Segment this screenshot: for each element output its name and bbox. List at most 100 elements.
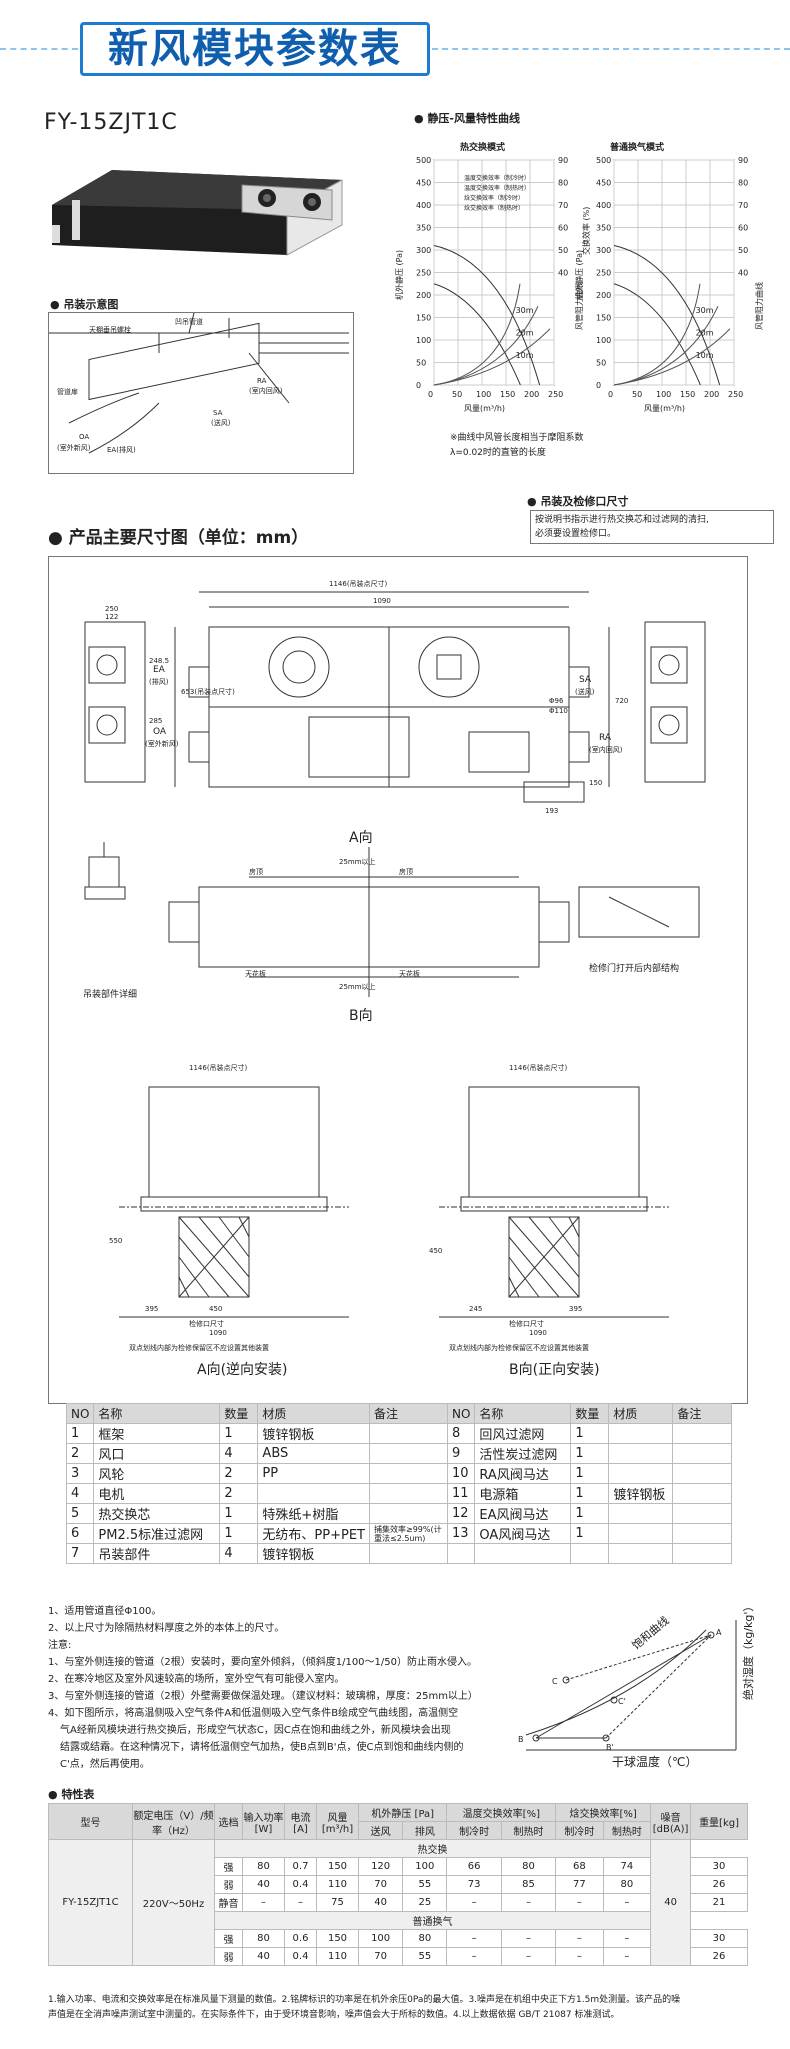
spec-cell: 80 xyxy=(402,1929,448,1948)
parts-header-cell: 数量 xyxy=(570,1403,610,1424)
parts-cell: PM2.5标准过滤网 xyxy=(93,1523,221,1544)
spec-h2: 制冷时 xyxy=(446,1821,502,1840)
spec-cell: 70 xyxy=(357,1875,404,1894)
spec-mode-label: 热交换 xyxy=(213,1839,652,1858)
label-ra-sub: (室内回风) xyxy=(589,746,623,754)
duct-label: 20m xyxy=(696,329,714,338)
spec-h-weight: 重量[kg] xyxy=(690,1803,748,1840)
parts-header-cell: 材质 xyxy=(257,1403,370,1424)
label-ra: RA xyxy=(257,377,267,385)
y-tick: 0 xyxy=(416,381,421,390)
parts-cell xyxy=(672,1523,732,1544)
parts-cell xyxy=(446,1543,476,1564)
parts-cell: 风口 xyxy=(93,1443,221,1464)
x-tick: 50 xyxy=(632,390,642,399)
model-name: FY-15ZJT1C xyxy=(44,110,178,135)
duct-label: 10m xyxy=(516,351,534,360)
spec-cell: 80 xyxy=(500,1857,557,1876)
dim-250: 250 xyxy=(105,605,119,613)
dim-245: 245 xyxy=(469,1305,483,1313)
y2-tick: 80 xyxy=(738,179,748,188)
spec-cell: 150 xyxy=(316,1929,359,1948)
duct-curve xyxy=(613,306,719,386)
psy-xlabel: 干球温度（℃） xyxy=(612,1755,698,1769)
install-note: 结露或结霜。在这种情况下，请将低温侧空气加热，使B点到B'点，使C点到饱和曲线内… xyxy=(60,1742,464,1753)
label-ceiling-1: 房顶 xyxy=(249,868,263,876)
curve-y2label: 交换效率 (%) xyxy=(581,207,591,255)
label-sa-sub: (送风) xyxy=(211,419,231,427)
y2-tick: 40 xyxy=(558,269,568,278)
spec-cell: – xyxy=(602,1929,652,1948)
x-tick: 100 xyxy=(656,390,671,399)
spec-cell: 0.7 xyxy=(284,1857,317,1876)
parts-cell xyxy=(369,1443,448,1464)
spec-h-static: 机外静压 [Pa] xyxy=(357,1803,448,1822)
duct-label: 30m xyxy=(516,306,534,315)
y-tick: 450 xyxy=(596,179,611,188)
y2-tick: 40 xyxy=(738,269,748,278)
psychrometric-chart: A B C C' B' 饱和曲线 xyxy=(518,1613,737,1752)
duct-label: 20m xyxy=(516,329,534,338)
maint-note-a: 双点划线内部为检修保留区不应设置其他装置 xyxy=(129,1344,269,1352)
install-note: 2、在寒冷地区及室外风速较高的场所，室外空气有可能侵入室内。 xyxy=(48,1674,345,1685)
label-ea: EA xyxy=(153,665,165,675)
parts-cell xyxy=(608,1523,674,1544)
spec-h-model: 型号 xyxy=(48,1803,133,1840)
parts-cell: 热交换芯 xyxy=(93,1503,221,1524)
psy-sat: 饱和曲线 xyxy=(629,1613,672,1652)
parts-header-cell: 数量 xyxy=(219,1403,259,1424)
psy-ylabel: 绝对湿度（kg/kg'） xyxy=(742,1600,755,1700)
spec-cell: – xyxy=(446,1929,502,1948)
parts-cell xyxy=(257,1483,370,1504)
spec-cell: 0.4 xyxy=(284,1875,317,1894)
parts-cell: 2 xyxy=(219,1463,259,1484)
spec-cell: 弱 xyxy=(214,1875,243,1894)
spec-cell: 100 xyxy=(402,1857,448,1876)
inspection-text-2: 必须要设置检修口。 xyxy=(535,529,617,539)
weak-curve xyxy=(433,283,521,386)
hanging-diagram: 天棚垂吊螺栓 凹吊管道 RA (室内回风) SA (送风) 管道扉 OA (室外… xyxy=(48,312,354,474)
curve-heading: ● 静压-风量特性曲线 xyxy=(414,112,521,125)
b-install-label: B向(正向安装) xyxy=(509,1362,600,1378)
parts-header-cell: 备注 xyxy=(672,1403,732,1424)
parts-cell xyxy=(369,1543,448,1564)
parts-cell xyxy=(672,1463,732,1484)
y2-tick: 60 xyxy=(558,224,568,233)
spec-cell: 40 xyxy=(357,1893,404,1912)
spec-cell: – xyxy=(446,1893,502,1912)
dimension-drawing: 1146(吊装点尺寸) 1090 250 122 248.5 285 720 1… xyxy=(48,556,748,1404)
parts-cell: 5 xyxy=(65,1503,95,1524)
dims-title-text: 产品主要尺寸图（单位：mm） xyxy=(68,528,309,548)
spec-title-text: 特性表 xyxy=(61,1788,95,1801)
header-dash-right xyxy=(432,48,790,50)
parts-header-cell: NO xyxy=(446,1403,476,1424)
y-tick: 500 xyxy=(416,156,431,165)
y-tick: 200 xyxy=(416,291,431,300)
parts-cell: 活性炭过滤网 xyxy=(474,1443,572,1464)
label-sa: SA xyxy=(579,675,592,685)
parts-cell xyxy=(608,1543,674,1564)
spec-cell: 强 xyxy=(214,1929,243,1948)
inspection-title-text: 吊装及检修口尺寸 xyxy=(540,495,629,508)
y2-tick: 90 xyxy=(558,156,568,165)
parts-cell: 11 xyxy=(446,1483,476,1504)
parts-cell: 框架 xyxy=(93,1423,221,1444)
header-dash-left xyxy=(0,48,78,50)
y-tick: 500 xyxy=(596,156,611,165)
install-note: 2、以上尺寸为除隔热材料厚度之外的本体上的尺寸。 xyxy=(48,1623,285,1634)
parts-cell: 6 xyxy=(65,1523,95,1544)
dim-1146-a: 1146(吊装点尺寸) xyxy=(189,1064,248,1072)
spec-cell: 0.6 xyxy=(284,1929,317,1948)
dim-550: 550 xyxy=(109,1237,123,1245)
parts-cell xyxy=(672,1443,732,1464)
parts-cell: 2 xyxy=(65,1443,95,1464)
x-tick: 250 xyxy=(548,390,563,399)
curve-note-1: ※曲线中风管长度相当于摩阻系数 xyxy=(450,433,584,443)
dim-1090-a: 1090 xyxy=(209,1329,227,1337)
dim-450-a: 450 xyxy=(209,1305,223,1313)
